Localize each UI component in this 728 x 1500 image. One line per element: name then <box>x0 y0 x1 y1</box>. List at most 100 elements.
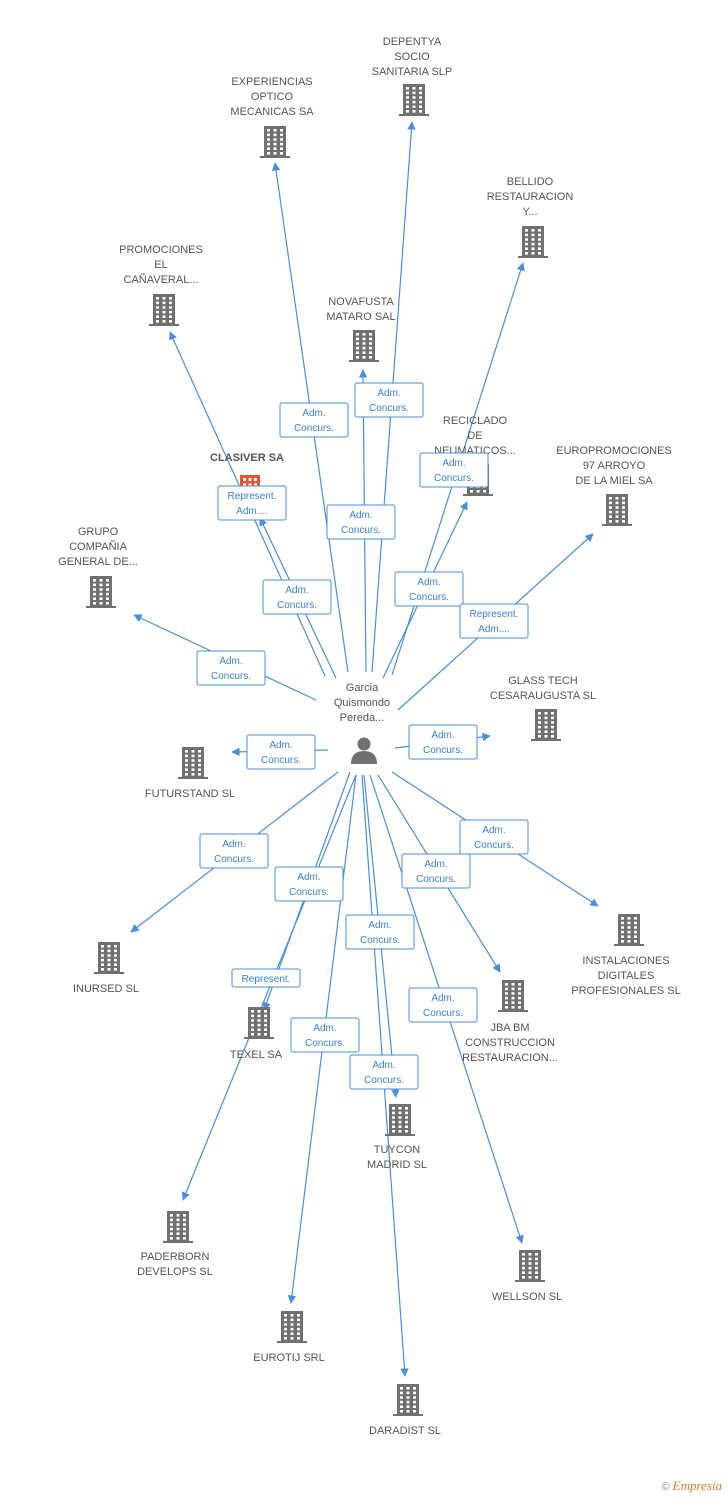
edge-label-text-line: Represent. <box>228 491 277 502</box>
edge-label-inursed[interactable]: Adm.Concurs. <box>199 833 269 869</box>
company-node-paderborn[interactable]: PADERBORN DEVELOPS SL <box>137 1211 213 1278</box>
edge-label-depentya[interactable]: Adm.Concurs. <box>354 382 424 418</box>
company-label-line: MECANICAS SA <box>230 106 314 118</box>
edge-label-text-line: Concurs. <box>369 403 409 414</box>
person-label-line: Quismondo <box>334 697 390 709</box>
edge-label-text-line: Adm. <box>313 1023 336 1034</box>
building-icon[interactable] <box>531 709 561 741</box>
company-label-line: DE LA MIEL SA <box>575 475 653 487</box>
edge-label-text: Represent.Adm.... <box>470 609 519 635</box>
edge-label-text: Adm.Concurs. <box>261 740 301 766</box>
company-label-line: TEXEL SA <box>230 1049 283 1061</box>
edge-label-text-line: Adm. <box>285 585 308 596</box>
edge-label-box <box>349 1054 419 1090</box>
building-icon[interactable] <box>393 1384 423 1416</box>
edge-label-daradist[interactable]: Adm.Concurs. <box>349 1054 419 1090</box>
edge-label-reciclado[interactable]: Adm.Concurs. <box>394 571 464 607</box>
building-icon[interactable] <box>178 747 208 779</box>
edge-label-box <box>262 579 332 615</box>
edge-label-text-line: Adm. <box>442 458 465 469</box>
edge-label-instalaciones[interactable]: Adm.Concurs. <box>459 819 529 855</box>
edge-label-grupo[interactable]: Adm.Concurs. <box>196 650 266 686</box>
edge-label-futurstand[interactable]: Adm.Concurs. <box>246 734 316 770</box>
building-icon[interactable] <box>602 494 632 526</box>
building-icon[interactable] <box>385 1104 415 1136</box>
company-label: TEXEL SA <box>230 1049 283 1061</box>
building-icon[interactable] <box>277 1311 307 1343</box>
edge-label-text-line: Concurs. <box>416 874 456 885</box>
company-node-eurotij[interactable]: EUROTIJ SRL <box>253 1311 325 1364</box>
company-label-line: DARADIST SL <box>369 1425 441 1437</box>
company-node-instalaciones[interactable]: INSTALACIONES DIGITALES PROFESIONALES SL <box>571 914 681 997</box>
company-node-daradist[interactable]: DARADIST SL <box>369 1384 441 1437</box>
building-icon[interactable] <box>244 1007 274 1039</box>
building-icon[interactable] <box>498 980 528 1012</box>
company-node-futurstand[interactable]: FUTURSTAND SL <box>145 747 235 800</box>
company-node-wellson[interactable]: WELLSON SL <box>492 1250 562 1303</box>
company-label-line: EUROPROMOCIONES <box>556 445 672 457</box>
building-icon[interactable] <box>86 576 116 608</box>
edge-label-promociones[interactable]: Represent. Adm.... <box>217 485 287 521</box>
company-label: EUROTIJ SRL <box>253 1352 325 1364</box>
person-icon[interactable] <box>351 737 377 765</box>
building-icon[interactable] <box>149 294 179 326</box>
building-icon[interactable] <box>163 1211 193 1243</box>
person-label-line: Garcia <box>346 682 379 694</box>
edge-label-experiencias[interactable]: Adm.Concurs. <box>279 402 349 438</box>
edge-label-jbabm[interactable]: Adm.Concurs. <box>401 853 471 889</box>
edge-label-box <box>217 485 287 521</box>
edge-label-text-line: Adm. <box>368 920 391 931</box>
edge-label-glasstech[interactable]: Adm.Concurs. <box>408 724 478 760</box>
building-icon[interactable] <box>515 1250 545 1282</box>
company-label-line: PROFESIONALES SL <box>571 985 680 997</box>
building-icon[interactable] <box>94 942 124 974</box>
edge-label-wellson[interactable]: Adm.Concurs. <box>408 987 478 1023</box>
edge-label-text: Adm.Concurs. <box>360 920 400 946</box>
edge-label-text-line: Adm.... <box>236 506 268 517</box>
edge-label-text-line: Represent. <box>470 609 519 620</box>
company-label-line: DIGITALES <box>598 970 655 982</box>
company-label-line: GRUPO <box>78 526 119 538</box>
building-icon[interactable] <box>518 226 548 258</box>
company-label-line: PADERBORN <box>141 1251 210 1263</box>
edge-label-box <box>274 866 344 902</box>
building-icon[interactable] <box>614 914 644 946</box>
edge-label-novafusta[interactable]: Adm.Concurs. <box>326 504 396 540</box>
edge-label-text-line: Concurs. <box>409 592 449 603</box>
edge-label-clasiver[interactable]: Adm.Concurs. <box>262 579 332 615</box>
edge-label-texel[interactable]: Adm.Concurs. <box>274 866 344 902</box>
company-label-line: RESTAURACION... <box>462 1052 558 1064</box>
edge-label-paderborn[interactable]: Represent. <box>231 968 301 988</box>
company-label-line: Y... <box>522 206 537 218</box>
company-label-line: INSTALACIONES <box>582 955 669 967</box>
edge-label-text: Adm.Concurs. <box>434 458 474 484</box>
edge-label-tuycon[interactable]: Adm.Concurs. <box>345 914 415 950</box>
brand-logo-text[interactable]: Empresia <box>672 1478 722 1493</box>
edge-label-eurotij[interactable]: Adm.Concurs. <box>290 1017 360 1053</box>
building-icon[interactable] <box>399 84 429 116</box>
edge-label-bellido[interactable]: Adm.Concurs. <box>419 452 489 488</box>
company-node-inursed[interactable]: INURSED SL <box>73 942 139 995</box>
company-node-texel[interactable]: TEXEL SA <box>230 1007 283 1061</box>
edge-label-box <box>354 382 424 418</box>
building-icon[interactable] <box>260 126 290 158</box>
edge-label-text: Represent. Adm.... <box>228 491 277 517</box>
edge-label-europromociones[interactable]: Represent.Adm.... <box>459 603 529 639</box>
company-label-line: DEVELOPS SL <box>137 1266 213 1278</box>
building-icon[interactable] <box>349 330 379 362</box>
company-label: WELLSON SL <box>492 1291 562 1303</box>
